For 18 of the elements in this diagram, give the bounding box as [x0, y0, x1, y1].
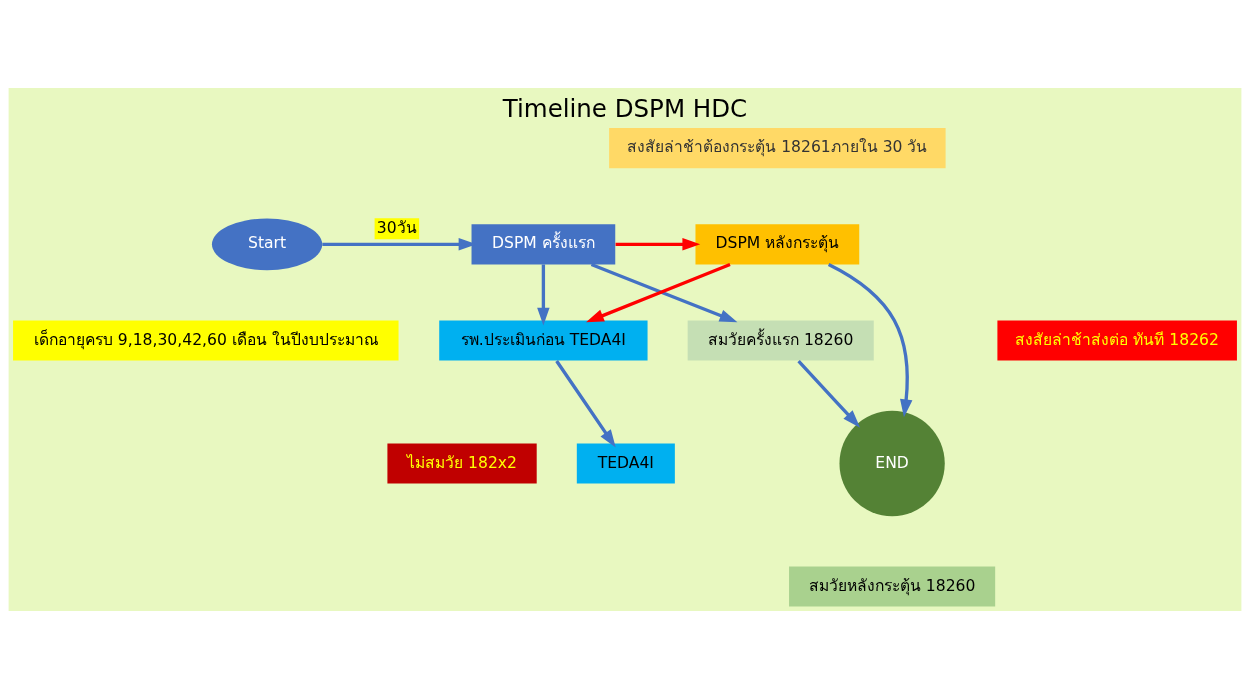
arrow: [537, 264, 550, 325]
node-box: TEDA4I: [576, 442, 675, 484]
node-box: DSPM ครั้งแรก: [471, 223, 616, 264]
node-box: เด็กอายุครบ 9,18,30,42,60 เดือน ในปีงบประมาณ: [13, 320, 399, 361]
node-box: สงสัยล่าช้าส่งต่อ ทันที 18262: [997, 320, 1237, 361]
arrow: [555, 359, 616, 448]
node-box: DSPM หลังกระตุ้น: [695, 223, 860, 264]
arrow: [797, 359, 861, 428]
node-box: สมวัยครั้งแรก 18260: [687, 320, 874, 361]
arrow: [615, 237, 701, 251]
node-box: รพ.ประเมินก่อน TEDA4I: [439, 320, 648, 361]
diagram-title: Timeline DSPM HDC: [502, 93, 748, 123]
node-ellipse: Start: [211, 218, 323, 270]
node-box: สงสัยล่าช้าต้องกระตุ้น 18261ภายใน 30 วัน: [609, 127, 946, 168]
edge-label: 30วัน: [376, 218, 417, 237]
node-box: ไม่สมวัย 182x2: [387, 442, 537, 484]
node-box: สมวัยหลังกระตุ้น 18260: [789, 565, 996, 607]
arrow: [827, 262, 913, 417]
